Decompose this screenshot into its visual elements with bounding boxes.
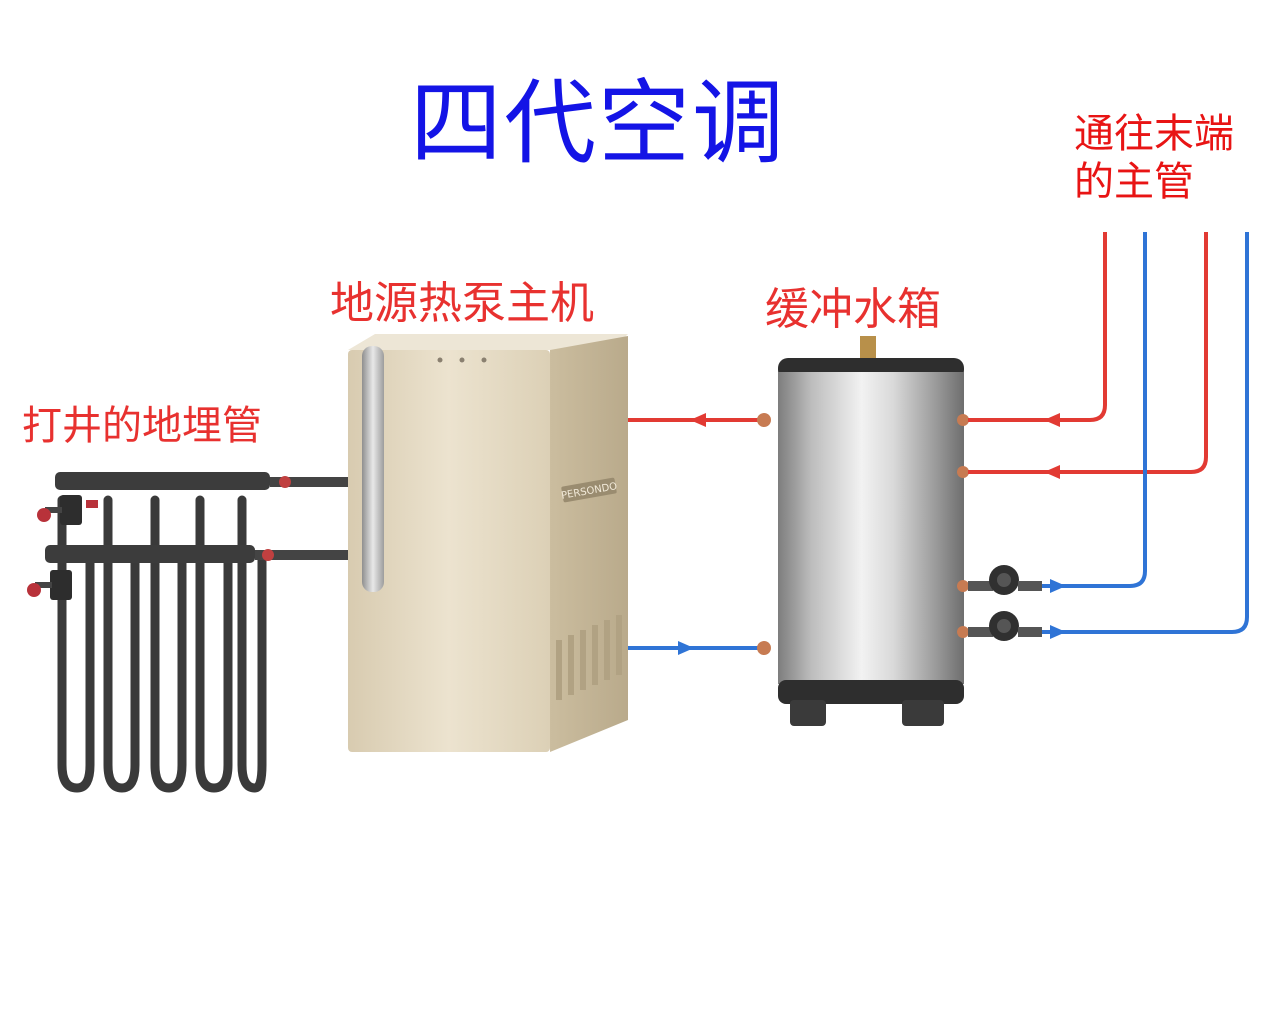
u-pipe-4	[195, 495, 233, 793]
tank-bottom-cap	[778, 680, 964, 704]
side-valve-lower	[27, 570, 72, 600]
tank-top-valve	[860, 336, 876, 360]
side-valve-upper	[37, 495, 98, 525]
terminal-mains-label-line-2: 的主管	[1074, 159, 1194, 205]
circulation-pump-1	[968, 565, 1042, 595]
manifold-valve-2	[262, 549, 274, 561]
pump-tank-pipes	[628, 413, 771, 655]
cold-main-1	[1042, 232, 1147, 588]
unit-side-grille	[556, 615, 622, 700]
u-pipe-1	[57, 495, 95, 793]
upper-manifold	[55, 472, 270, 490]
indicator-1	[437, 357, 443, 363]
u-pipe-5	[237, 495, 267, 793]
return-connector	[255, 550, 355, 560]
indicator-3	[481, 357, 487, 363]
lower-manifold	[45, 545, 255, 563]
ground-pipes-label: 打井的地埋管	[22, 403, 262, 449]
circulation-pump-2	[968, 611, 1042, 641]
cold-main-2	[1042, 232, 1249, 634]
cold-main-2-arrow	[1050, 625, 1066, 639]
hot-main-1	[968, 232, 1107, 422]
manifold-valve-1	[279, 476, 291, 488]
unit-handle	[362, 346, 384, 592]
diagram-title: 四代空调	[410, 70, 787, 177]
ground-u-pipes	[57, 495, 267, 793]
terminal-mains-label-line-1: 通往末端	[1074, 111, 1234, 157]
terminal-mains-label: 通往末端 的主管	[1074, 110, 1234, 206]
terminal-mains-pipes	[968, 232, 1249, 634]
hot-pipe-fitting	[757, 413, 771, 427]
indicator-2	[459, 357, 465, 363]
buffer-tank	[778, 336, 969, 726]
supply-connector	[270, 477, 355, 487]
heat-pump-unit: PERSONDO	[348, 334, 628, 752]
tank-foot-left	[790, 700, 826, 726]
tank-fitting-3	[957, 580, 969, 592]
u-pipe-3	[150, 495, 187, 793]
tank-fitting-4	[957, 626, 969, 638]
hot-main-2-arrow	[1044, 465, 1060, 479]
tank-body	[778, 372, 964, 684]
tank-fitting-2	[957, 466, 969, 478]
hot-main-2	[968, 232, 1208, 474]
unit-front	[348, 350, 550, 752]
cold-pipe-arrow	[678, 641, 694, 655]
unit-top	[348, 334, 628, 350]
hot-main-1-arrow	[1044, 413, 1060, 427]
hot-pipe-arrow	[690, 413, 706, 427]
cold-pipe-fitting	[757, 641, 771, 655]
buffer-tank-label: 缓冲水箱	[765, 284, 941, 335]
heat-pump-label: 地源热泵主机	[330, 278, 594, 329]
tank-foot-right	[902, 700, 944, 726]
cold-main-1-arrow	[1050, 579, 1066, 593]
u-pipe-2	[103, 495, 140, 793]
tank-fitting-1	[957, 414, 969, 426]
ground-loop	[27, 472, 355, 793]
